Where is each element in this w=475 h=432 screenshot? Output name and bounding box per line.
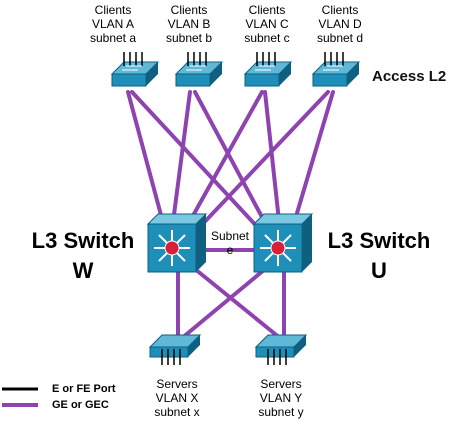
client-label-d: Clients VLAN D subnet d: [311, 3, 369, 45]
client-c-line1: Clients: [248, 3, 286, 17]
client-d-line3: subnet d: [316, 31, 364, 45]
link-d-w: [193, 90, 330, 234]
client-d-line2: VLAN D: [318, 17, 362, 31]
legend-black-label: E or FE Port: [52, 383, 116, 395]
client-label-b: Clients VLAN B subnet b: [160, 3, 218, 45]
server-x-line1: Servers: [156, 377, 198, 391]
server-x-line2: VLAN X: [155, 391, 199, 405]
link-c-w: [183, 90, 264, 232]
client-a-line2: VLAN A: [91, 17, 135, 31]
access-switch-d: [311, 52, 361, 87]
access-switch-c: [243, 52, 293, 87]
access-l2-label: Access L2: [372, 68, 447, 85]
l3-switch-u-label: L3 Switch U: [314, 226, 444, 286]
server-switch-y: [254, 334, 308, 365]
legend-purple-label: GE or GEC: [52, 399, 109, 411]
l3-w-line1: L3 Switch: [31, 228, 135, 253]
link-d-u: [290, 90, 335, 232]
server-label-x: Servers VLAN X subnet x: [142, 377, 212, 419]
l3-switch-w: [146, 213, 208, 273]
ge-links: [126, 90, 335, 340]
link-u-x: [180, 263, 272, 340]
client-d-line1: Clients: [321, 3, 359, 17]
l3-u-line2: U: [371, 258, 387, 283]
interlink-line2: e: [226, 243, 234, 257]
link-b-u: [193, 90, 272, 234]
l3-u-line1: L3 Switch: [327, 228, 431, 253]
client-c-line3: subnet c: [244, 31, 290, 45]
l3-switch-u: [252, 213, 314, 273]
client-b-line1: Clients: [170, 3, 208, 17]
client-b-line3: subnet b: [165, 31, 213, 45]
client-c-line2: VLAN C: [245, 17, 289, 31]
access-switches: [110, 52, 361, 87]
server-label-y: Servers VLAN Y subnet y: [246, 377, 316, 419]
client-label-a: Clients VLAN A subnet a: [84, 3, 142, 45]
server-switch-x: [148, 334, 202, 365]
link-a-u: [130, 90, 264, 234]
interlink-line1: Subnet: [210, 229, 250, 243]
client-label-c: Clients VLAN C subnet c: [238, 3, 296, 45]
server-y-line2: VLAN Y: [259, 391, 303, 405]
server-y-line3: subnet y: [258, 405, 304, 419]
link-c-u: [263, 90, 282, 232]
server-x-line3: subnet x: [154, 405, 200, 419]
link-a-w: [126, 90, 167, 232]
server-y-line1: Servers: [260, 377, 302, 391]
link-w-y: [188, 263, 282, 340]
l3-w-line2: W: [72, 258, 94, 283]
interlink-label: Subnet e: [204, 229, 256, 257]
link-b-w: [170, 90, 192, 232]
client-b-line2: VLAN B: [167, 17, 211, 31]
l3-switch-w-label: L3 Switch W: [18, 226, 148, 286]
access-switch-b: [174, 52, 224, 87]
client-a-line1: Clients: [94, 3, 132, 17]
client-a-line3: subnet a: [89, 31, 137, 45]
access-switch-a: [110, 52, 160, 87]
